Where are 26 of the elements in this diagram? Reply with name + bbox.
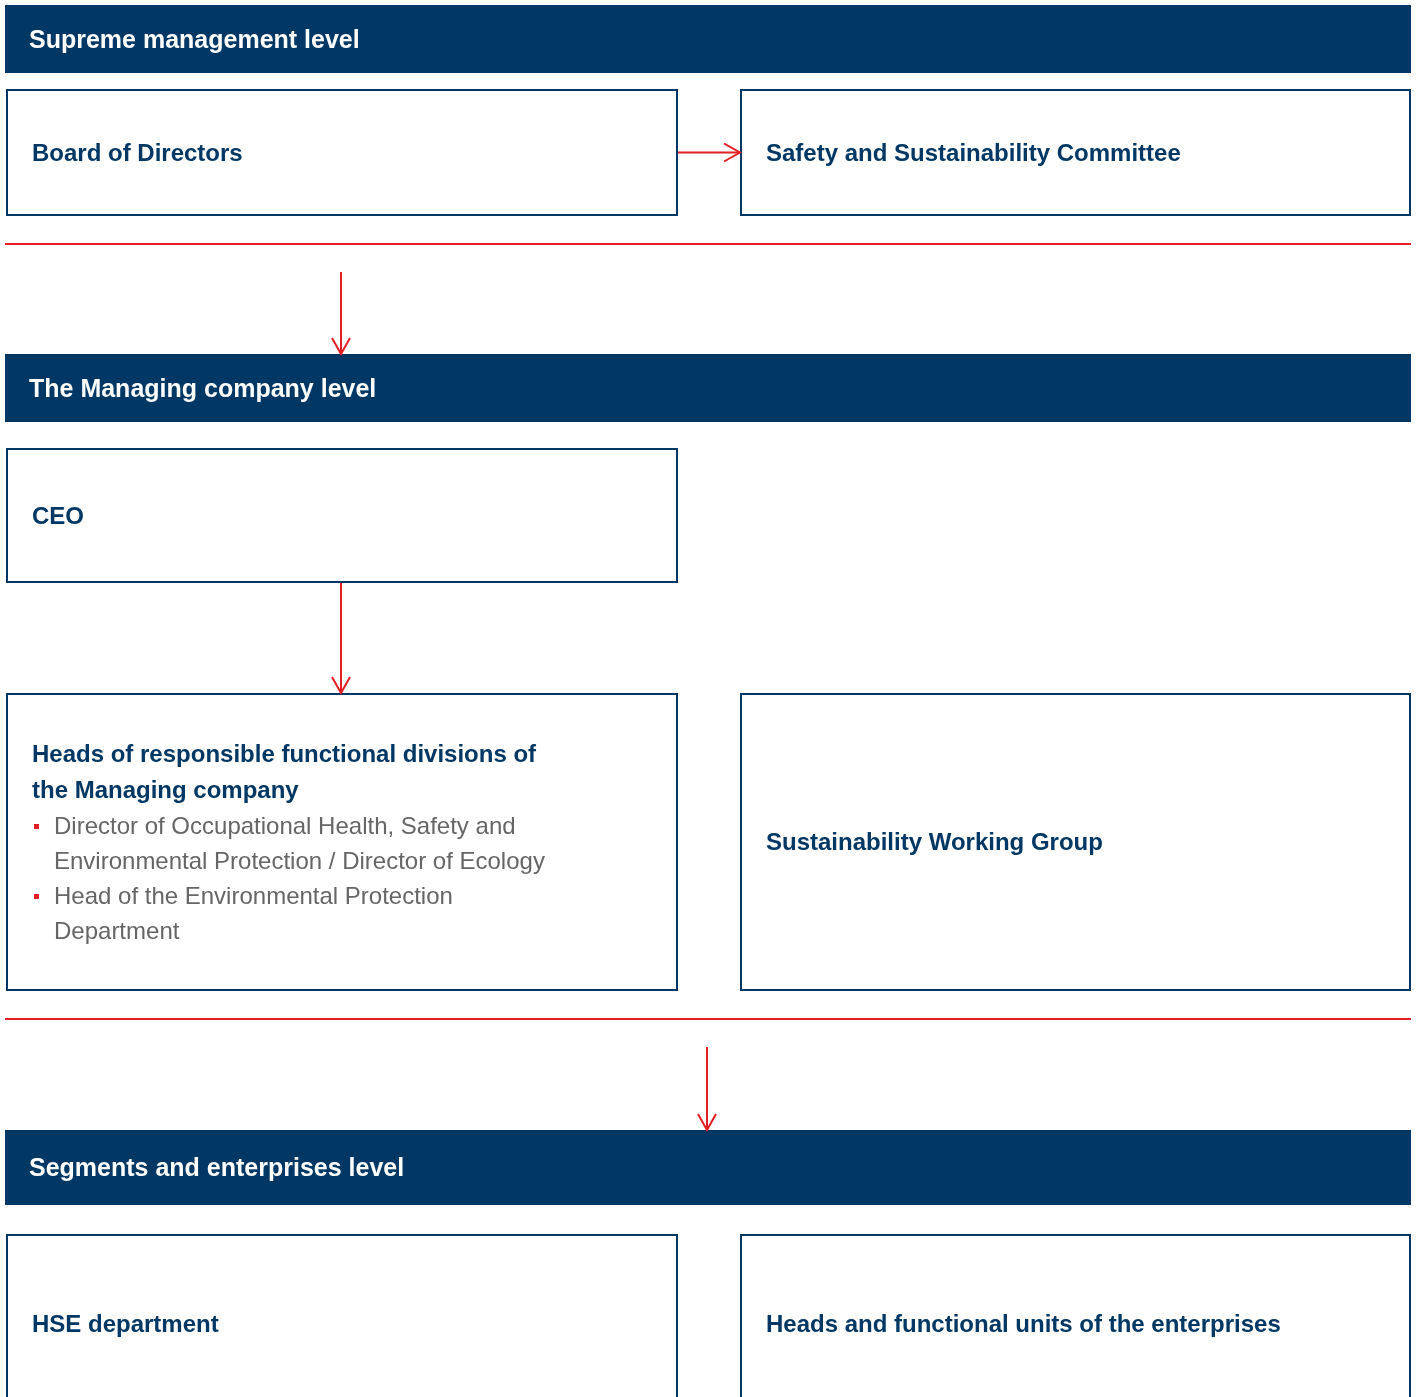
level-band [5,1130,1411,1205]
level-heading: Supreme management level [29,24,360,54]
list-item-text: Head of the Environmental Protection Department [54,882,453,944]
unit-title: CEO [32,500,85,531]
unit-title: Heads of responsible functional divisions of the Managing company [32,739,538,805]
arrow [331,582,351,694]
unit-title: Sustainability Working Group [766,827,1104,857]
unit-box [6,448,678,583]
unit-title: Heads and functional units of the enterprises [766,1309,1282,1339]
unit-box [6,89,678,216]
level-heading: Segments and enterprises level [29,1153,405,1182]
level-heading: The Managing company level [29,373,377,403]
unit-title: Safety and Sustainability Committee [766,137,1182,168]
unit-title: HSE department [32,1309,220,1339]
arrow [697,1046,717,1131]
unit-box [6,693,678,991]
arrow [331,271,351,355]
unit-title: Board of Directors [32,137,244,168]
list-item-text: Director of Occupational Health, Safety and Environmental Protection / Director of Ecology [54,812,545,874]
arrow [677,142,741,163]
unit-box [6,1234,678,1397]
level-band [5,354,1411,422]
unit-box [740,89,1411,216]
unit-box [740,1234,1411,1397]
unit-box [740,693,1411,991]
level-band [5,5,1411,73]
